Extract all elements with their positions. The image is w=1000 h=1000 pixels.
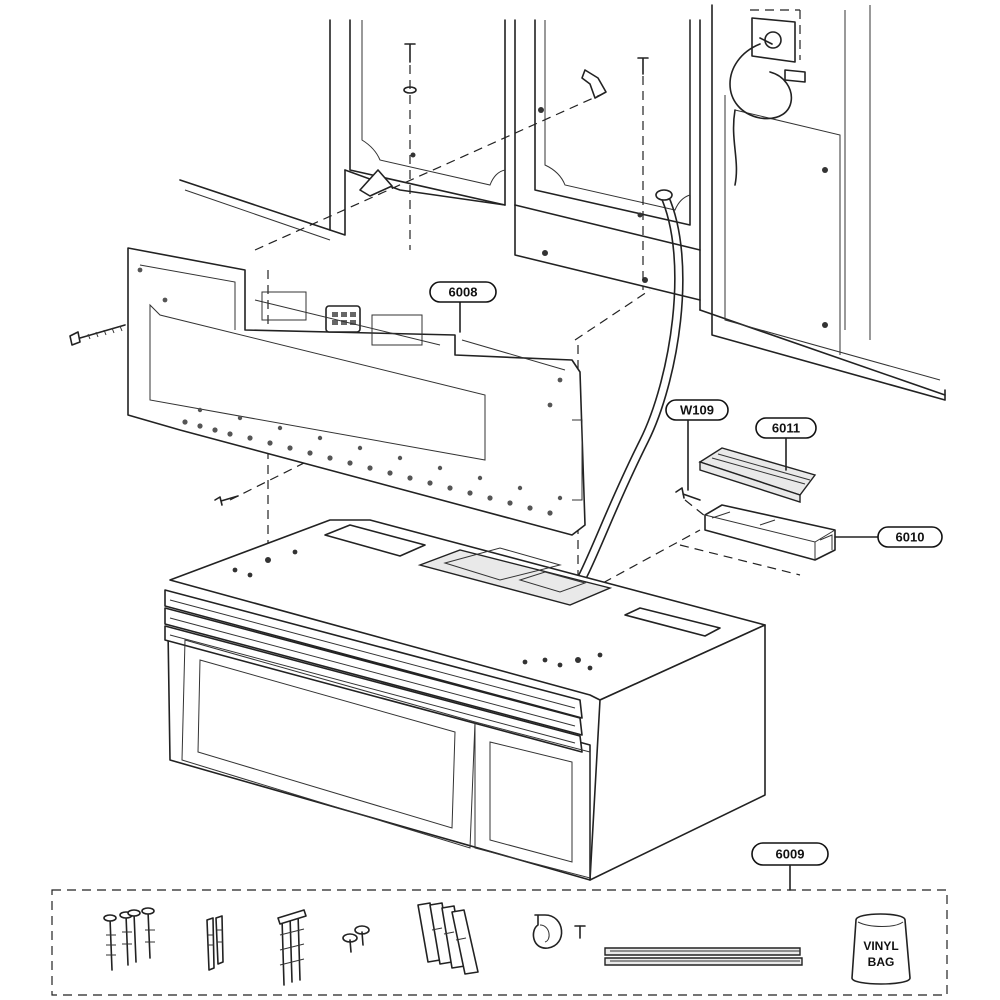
callout-6008-label: 6008 [449, 285, 478, 300]
wall-cabinets [179, 4, 946, 401]
vinyl-bag-icon: VINYL BAG [851, 913, 911, 985]
wall-brackets-icon [417, 902, 479, 975]
long-screw-icon [69, 324, 126, 346]
small-screws-icon [342, 925, 370, 953]
microwave-oven [164, 519, 766, 881]
anchor-bolts-icon [206, 915, 224, 971]
toggle-bolts-icon [277, 909, 307, 986]
callout-6008: 6008 [429, 281, 497, 333]
callout-6010-label: 6010 [896, 530, 925, 545]
mounting-plate [127, 247, 586, 536]
callout-w109: W109 [665, 399, 729, 501]
callout-6011-label: 6011 [772, 421, 800, 436]
vinyl-bag-label-line2: BAG [868, 955, 895, 969]
callout-6009: 6009 [751, 842, 829, 891]
top-screws [403, 43, 649, 99]
vinyl-bag-label-line1: VINYL [863, 939, 898, 953]
cord-clamp-icon [532, 914, 586, 949]
part-6011 [698, 447, 817, 503]
part-6010 [704, 504, 836, 561]
filler-strips-icon [604, 947, 803, 966]
callout-w109-label: W109 [680, 403, 714, 418]
callout-6010: 6010 [834, 526, 943, 548]
callout-6009-label: 6009 [776, 847, 805, 862]
power-cord [559, 43, 806, 613]
small-screw-icon [214, 495, 239, 506]
wood-screws-icon [103, 907, 155, 971]
callout-6011: 6011 [755, 417, 817, 471]
wall-outlet [750, 9, 801, 63]
installation-kit-box [51, 889, 948, 996]
